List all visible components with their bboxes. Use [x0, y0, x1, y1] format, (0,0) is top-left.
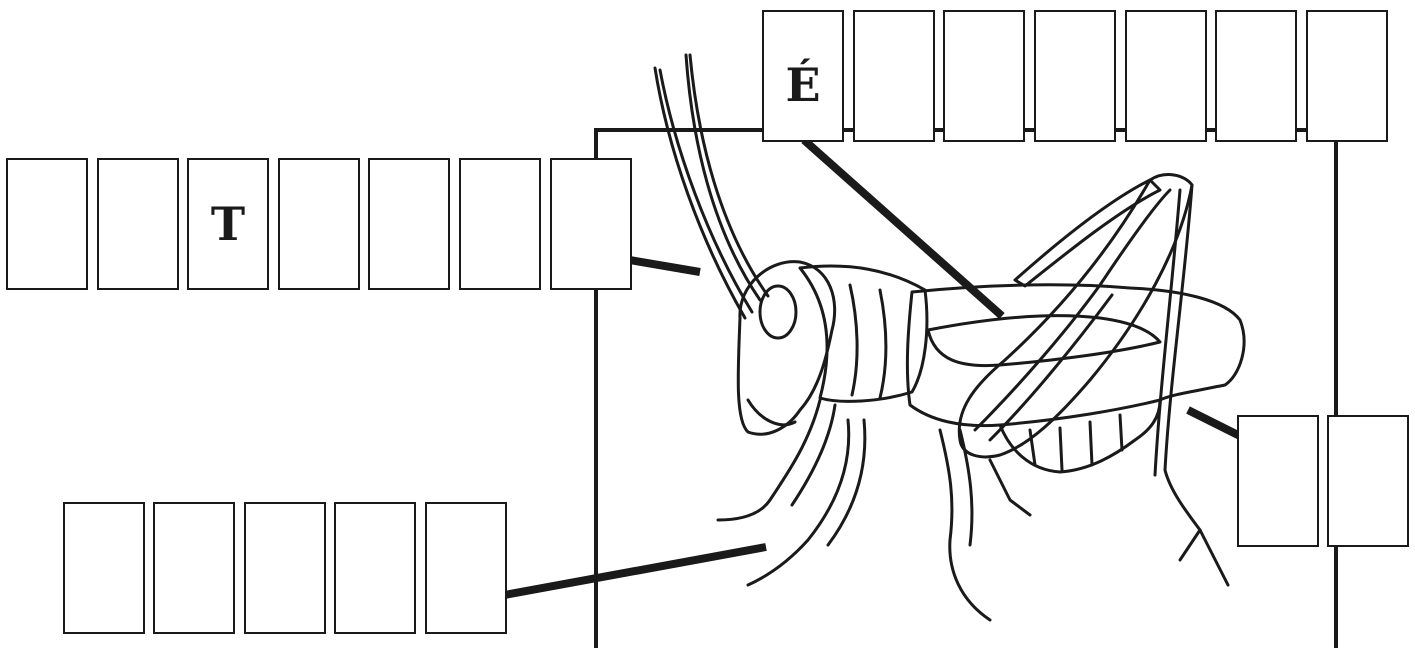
- letter-box[interactable]: [244, 502, 326, 634]
- antenna-right: [684, 53, 762, 302]
- letter-box[interactable]: [1327, 415, 1409, 547]
- antenna-left-inner: [658, 68, 754, 314]
- mouth: [746, 398, 797, 427]
- hind-tibia: [1013, 178, 1162, 288]
- frame-left-edge: [594, 128, 598, 648]
- letter-box[interactable]: [459, 158, 541, 290]
- letter: É: [785, 58, 821, 112]
- letter-box[interactable]: [368, 158, 450, 290]
- frame-right-edge: [1334, 128, 1338, 648]
- letter-box[interactable]: [1306, 10, 1388, 142]
- letter-box[interactable]: T: [187, 158, 269, 290]
- letter-box[interactable]: [1215, 10, 1297, 142]
- letter-box[interactable]: [425, 502, 507, 634]
- letter-box[interactable]: [278, 158, 360, 290]
- head: [736, 260, 837, 436]
- antenna-left: [653, 66, 747, 320]
- letter-box[interactable]: [334, 502, 416, 634]
- front-leg: [716, 398, 822, 522]
- letter-box[interactable]: [943, 10, 1025, 142]
- connector-wing: [801, 137, 1005, 319]
- letter-box[interactable]: É: [762, 10, 844, 142]
- letter-box[interactable]: [153, 502, 235, 634]
- letter-box[interactable]: [1034, 10, 1116, 142]
- letter-box[interactable]: [1237, 415, 1319, 547]
- letter-box[interactable]: [853, 10, 935, 142]
- letter-box[interactable]: [97, 158, 179, 290]
- body: [905, 283, 1246, 428]
- letter-box[interactable]: [550, 158, 632, 290]
- abdomen-segments: [998, 398, 1162, 474]
- letter: T: [210, 197, 246, 251]
- connector-leg: [487, 543, 767, 602]
- middle-leg: [938, 428, 992, 622]
- pronotum: [798, 264, 929, 403]
- eye: [758, 284, 798, 340]
- wing: [926, 314, 1162, 368]
- letter-box[interactable]: [63, 502, 145, 634]
- letter-box[interactable]: [6, 158, 88, 290]
- antenna-right-inner: [688, 53, 770, 298]
- letter-box[interactable]: [1125, 10, 1207, 142]
